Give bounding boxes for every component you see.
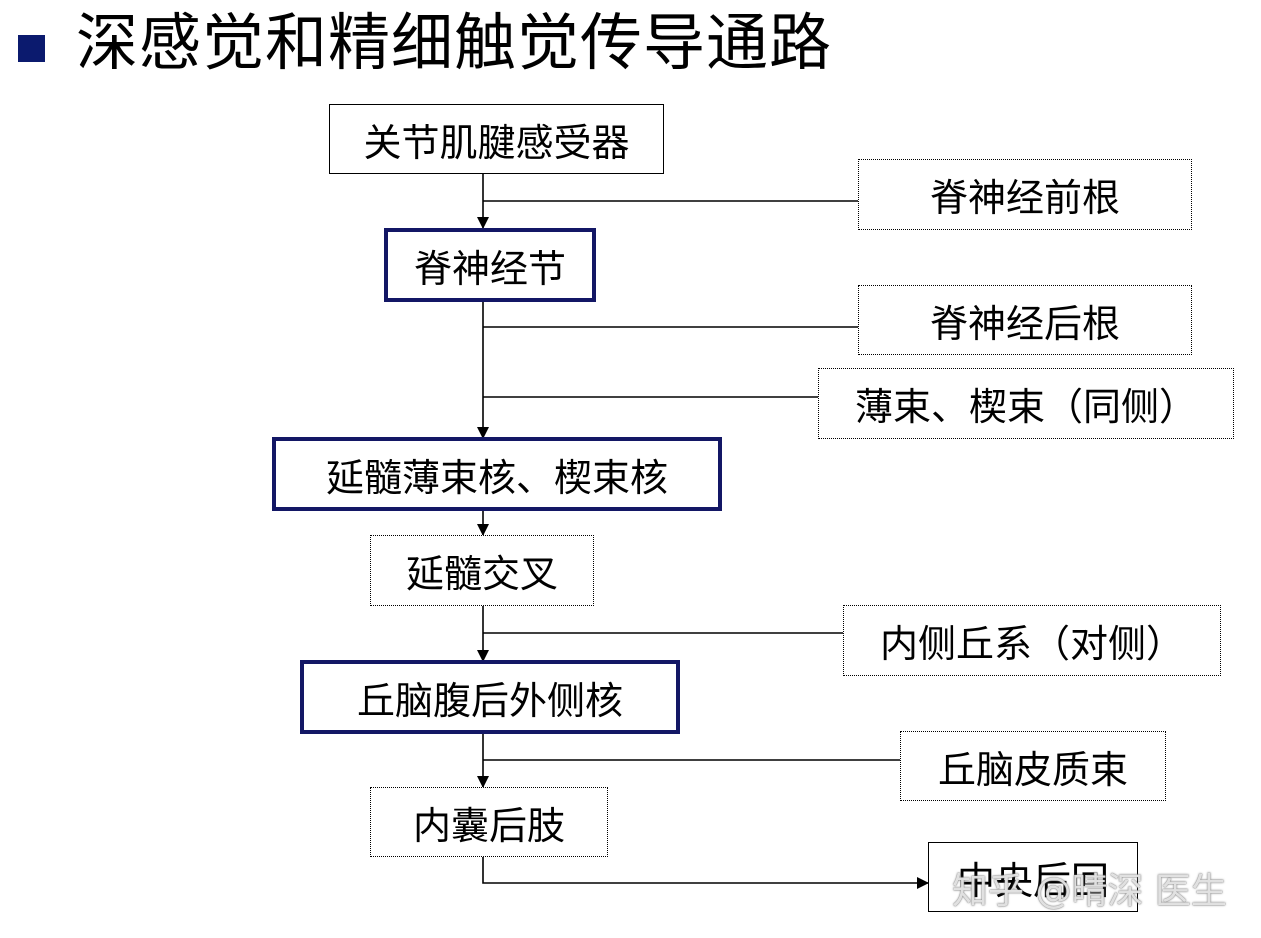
- page-title: 深感觉和精细触觉传导通路: [76, 6, 833, 79]
- thalamus-vpl-box: 丘脑腹后外侧核: [300, 660, 680, 734]
- dorsal-root-label: 脊神经后根: [929, 301, 1120, 346]
- thalamocortical-tract-box: 丘脑皮质束: [900, 731, 1166, 801]
- internal-capsule-label: 内囊后肢: [412, 803, 565, 848]
- spinal-ganglion-label: 脊神经节: [413, 246, 566, 291]
- postcentral-gyrus-box: 中央后回: [928, 842, 1138, 912]
- thalamus-vpl-label: 丘脑腹后外侧核: [356, 678, 623, 723]
- receptor-box: 关节肌腱感受器: [329, 104, 664, 174]
- medulla-decussation-label: 延髓交叉: [405, 552, 558, 596]
- dorsal-root-box: 脊神经后根: [858, 285, 1192, 355]
- title-bullet: [18, 35, 45, 62]
- fasciculi-box: 薄束、楔束（同侧）: [818, 368, 1234, 439]
- medulla-decussation-box: 延髓交叉: [370, 535, 594, 606]
- internal-capsule-box: 内囊后肢: [370, 787, 608, 857]
- spinal-ganglion-box: 脊神经节: [384, 228, 596, 302]
- medulla-nuclei-box: 延髓薄束核、楔束核: [272, 437, 722, 511]
- fasciculi-label: 薄束、楔束（同侧）: [854, 385, 1197, 429]
- postcentral-gyrus-label: 中央后回: [956, 858, 1109, 903]
- medial-lemniscus-box: 内侧丘系（对侧）: [843, 605, 1221, 676]
- thalamocortical-tract-label: 丘脑皮质束: [937, 747, 1128, 792]
- receptor-label: 关节肌腱感受器: [363, 120, 630, 165]
- watermark: 知乎 @晴深 医生: [952, 871, 1227, 912]
- arrow-capsule-to-gyrus: [482, 857, 929, 889]
- medulla-nuclei-label: 延髓薄束核、楔束核: [325, 455, 668, 500]
- ventral-root-box: 脊神经前根: [858, 159, 1192, 230]
- ventral-root-label: 脊神经前根: [929, 176, 1120, 220]
- medial-lemniscus-label: 内侧丘系（对侧）: [879, 622, 1184, 666]
